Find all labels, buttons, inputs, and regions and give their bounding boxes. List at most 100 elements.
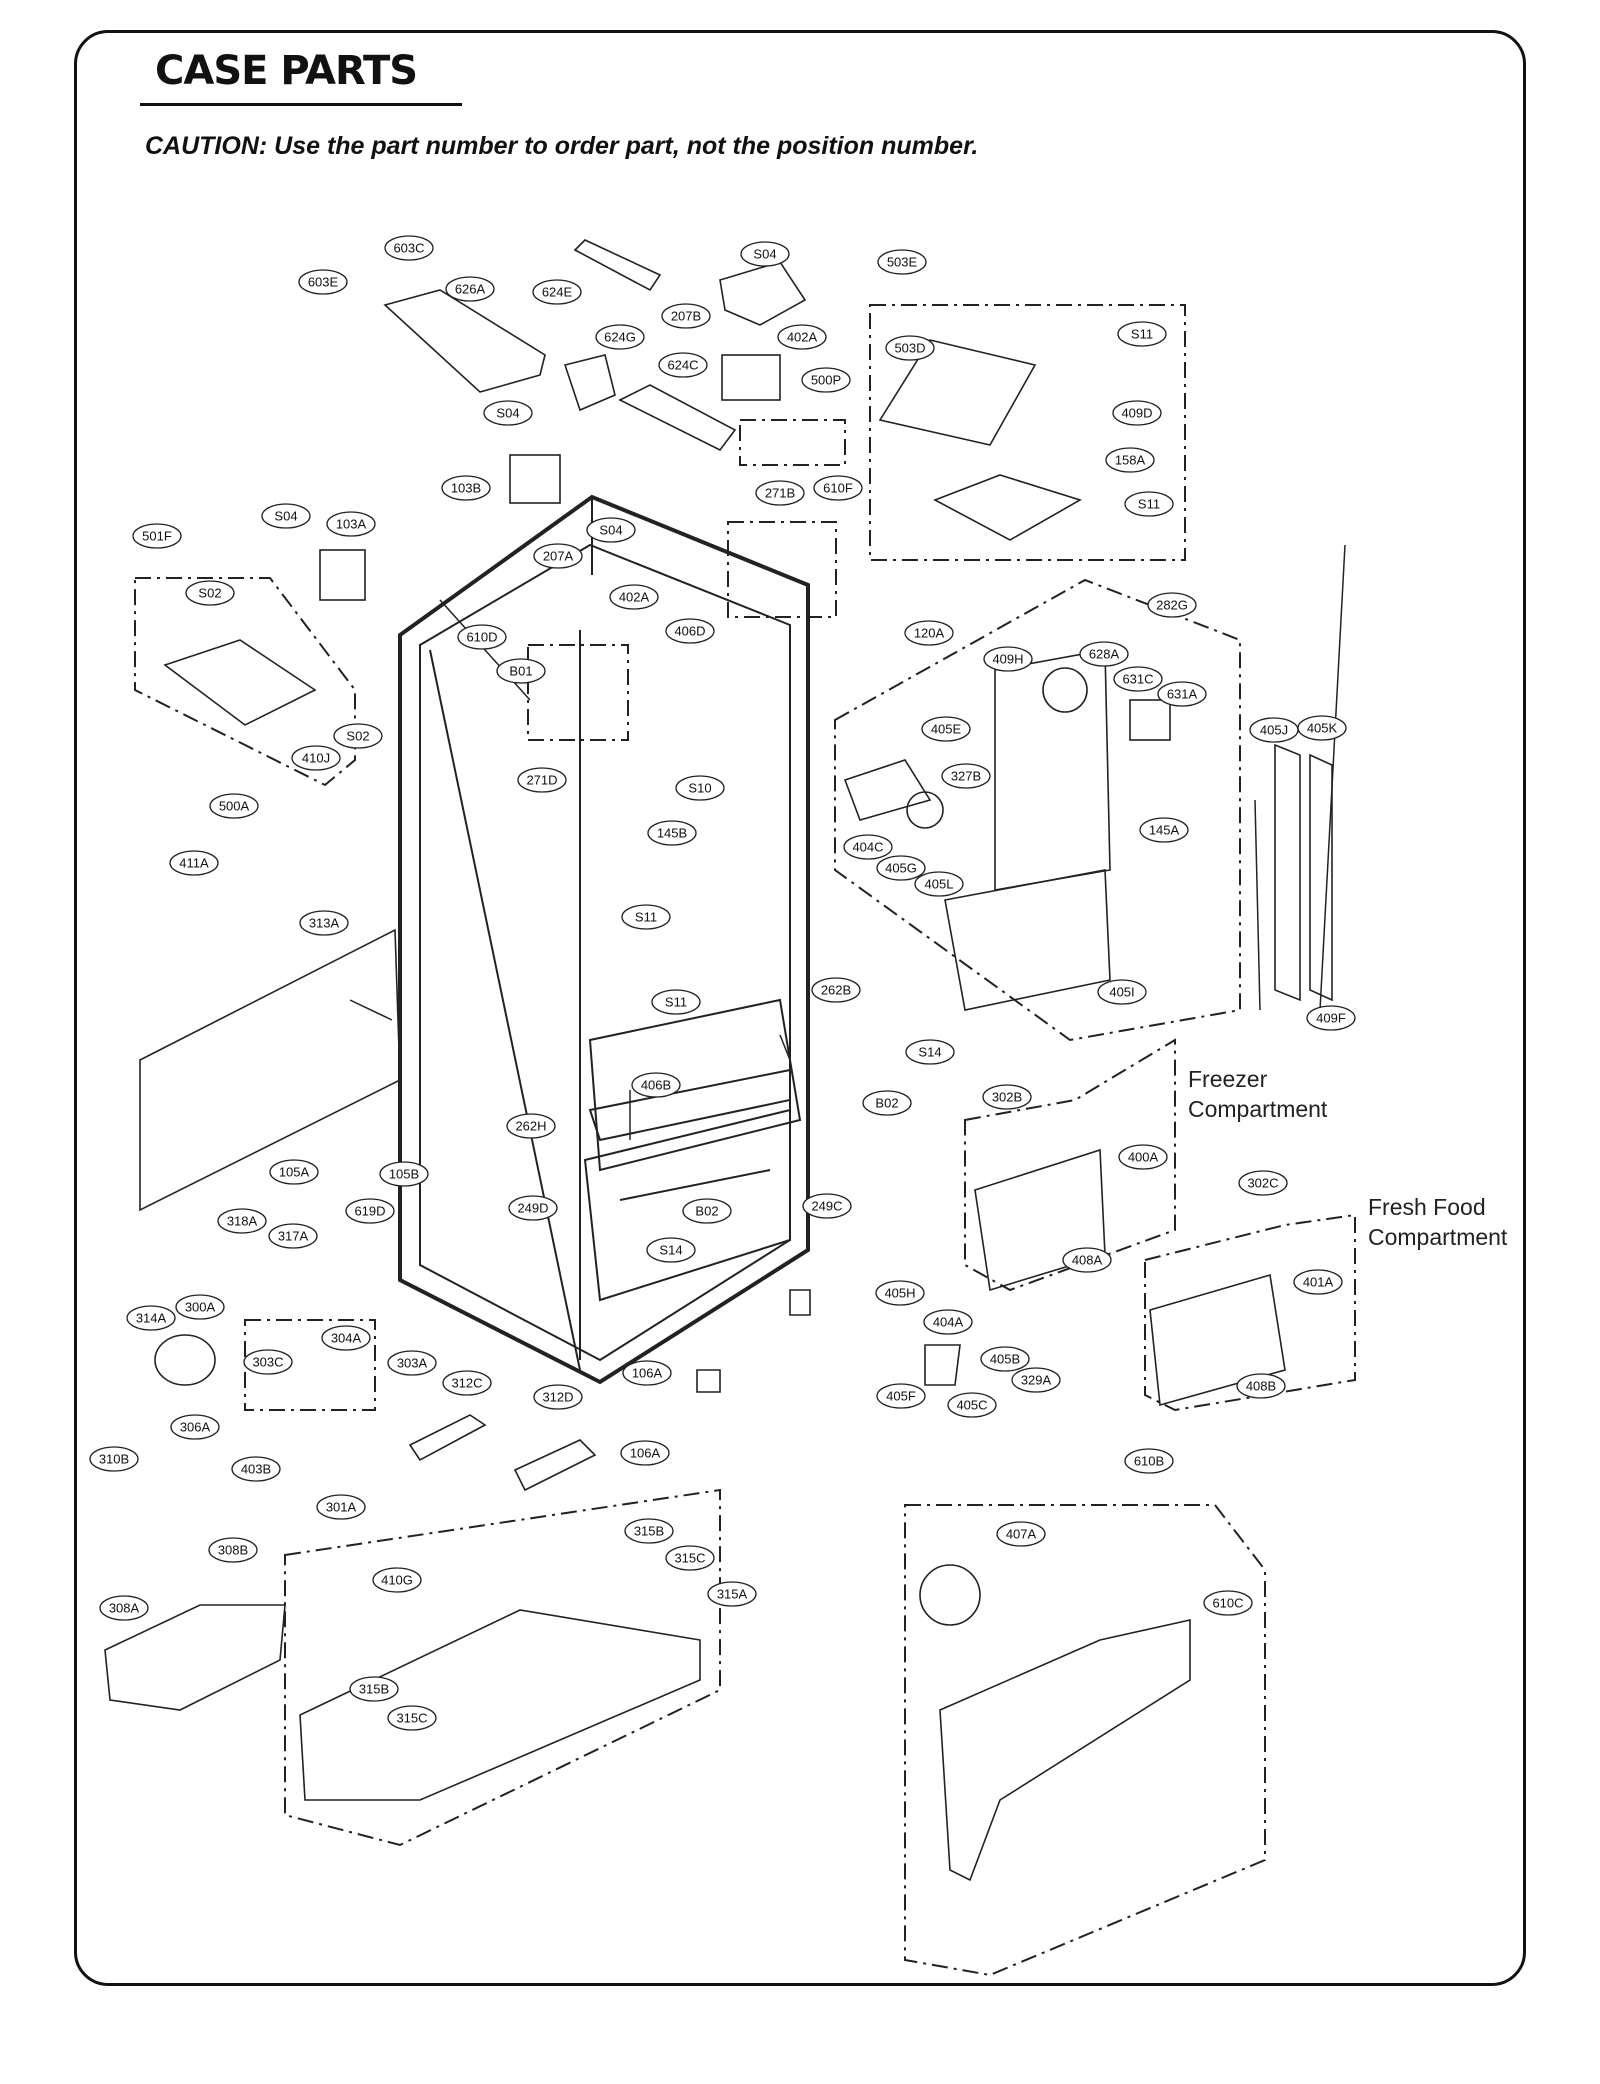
part-label-503d: 503D [885, 335, 935, 361]
part-label-105b: 105B [379, 1161, 429, 1187]
part-label-312c: 312C [442, 1370, 492, 1396]
part-label-bubble [208, 1537, 258, 1563]
part-label-bubble [445, 276, 495, 302]
part-label-120a: 120A [904, 620, 954, 646]
part-label-text: 103A [336, 517, 367, 532]
part-label-text: 315B [634, 1524, 664, 1539]
part-label-text: 503D [894, 341, 925, 356]
part-label-500p: 500P [801, 367, 851, 393]
part-label-bubble [175, 1294, 225, 1320]
part-label-409h: 409H [983, 646, 1033, 672]
part-label-bubble [506, 1113, 556, 1139]
part-label-405f: 405F [876, 1383, 926, 1409]
part-label-s11: S11 [1124, 491, 1174, 517]
part-label-text: 303C [252, 1355, 283, 1370]
part-label-bubble [243, 1349, 293, 1375]
part-624e-tube [573, 239, 662, 292]
part-label-s10: S10 [675, 775, 725, 801]
part-label-624g: 624G [595, 324, 645, 350]
group-610f [739, 419, 846, 466]
part-label-105a: 105A [269, 1159, 319, 1185]
part-label-308a: 308A [99, 1595, 149, 1621]
part-label-text: S04 [496, 406, 519, 421]
part-label-text: 405L [925, 877, 954, 892]
part-label-bubble [914, 871, 964, 897]
part-label-315b: 315B [349, 1676, 399, 1702]
part-624g-motor [563, 354, 616, 412]
part-label-text: 409F [1316, 1011, 1346, 1026]
part-label-bubble [682, 1198, 732, 1224]
part-label-text: B01 [509, 664, 532, 679]
part-label-310b: 310B [89, 1446, 139, 1472]
part-label-303a: 303A [387, 1350, 437, 1376]
part-label-610b: 610B [1124, 1448, 1174, 1474]
refrigerator-cabinet [398, 494, 810, 1385]
part-label-text: B02 [695, 1204, 718, 1219]
part-label-bubble [622, 1360, 672, 1386]
part-label-315c: 315C [665, 1545, 715, 1571]
part-label-401a: 401A [1293, 1269, 1343, 1295]
part-label-text: 409D [1121, 406, 1152, 421]
part-label-text: 314A [136, 1311, 167, 1326]
part-label-text: S14 [659, 1243, 682, 1258]
diagram-frame [74, 30, 1526, 1986]
part-label-bubble [321, 1325, 371, 1351]
group-503e [869, 304, 1186, 561]
part-label-bubble [595, 324, 645, 350]
part-label-bubble [921, 716, 971, 742]
part-label-text: 103B [451, 481, 481, 496]
part-label-406d: 406D [665, 618, 715, 644]
part-120a-duct [994, 649, 1111, 891]
part-label-619d: 619D [345, 1198, 395, 1224]
part-label-text: 407A [1006, 1527, 1037, 1542]
part-label-s11: S11 [651, 989, 701, 1015]
group-302c [1144, 1213, 1356, 1412]
part-label-500a: 500A [209, 793, 259, 819]
part-315a-base [299, 1609, 701, 1801]
part-label-bubble [941, 763, 991, 789]
part-label-bubble [349, 1676, 399, 1702]
part-label-text: 403B [241, 1462, 271, 1477]
part-label-610f: 610F [813, 475, 863, 501]
fresh-food-line-1: Fresh Food [1368, 1194, 1486, 1220]
part-312d-cover [513, 1439, 597, 1492]
part-label-bubble [877, 249, 927, 275]
part-label-bubble [1112, 400, 1162, 426]
part-500p-board [721, 354, 781, 401]
part-label-text: 610B [1134, 1454, 1164, 1469]
part-label-306a: 306A [170, 1414, 220, 1440]
part-405k-seal [1309, 753, 1333, 1002]
part-label-bubble [996, 1521, 1046, 1547]
part-label-315c: 315C [387, 1705, 437, 1731]
part-label-158a: 158A [1105, 447, 1155, 473]
part-label-bubble [217, 1208, 267, 1234]
part-label-bubble [1118, 1144, 1168, 1170]
part-label-bubble [384, 235, 434, 261]
part-300a-compressor [154, 1334, 216, 1386]
part-label-404c: 404C [843, 834, 893, 860]
part-label-text: 402A [787, 330, 818, 345]
part-308a-bracket [104, 1604, 286, 1711]
part-label-bubble [651, 989, 701, 1015]
part-103a-block [319, 549, 366, 601]
part-103b-block [509, 454, 561, 504]
part-label-262h: 262H [506, 1113, 556, 1139]
group-271d [527, 644, 629, 741]
part-label-249c: 249C [802, 1193, 852, 1219]
part-label-405h: 405H [875, 1280, 925, 1306]
part-label-text: 308B [218, 1543, 248, 1558]
part-label-text: S10 [688, 781, 711, 796]
part-label-text: 500P [811, 373, 841, 388]
part-label-bubble [620, 1440, 670, 1466]
group-120a [834, 578, 1241, 1042]
part-label-bubble [923, 1309, 973, 1335]
part-label-text: 315C [674, 1551, 705, 1566]
part-label-text: B02 [875, 1096, 898, 1111]
part-label-405e: 405E [921, 716, 971, 742]
part-label-bubble [658, 352, 708, 378]
part-label-text: 603E [308, 275, 339, 290]
part-label-text: 303A [397, 1356, 428, 1371]
fresh-food-line-2: Compartment [1368, 1224, 1508, 1250]
part-label-631a: 631A [1157, 681, 1207, 707]
part-label-bubble [801, 367, 851, 393]
